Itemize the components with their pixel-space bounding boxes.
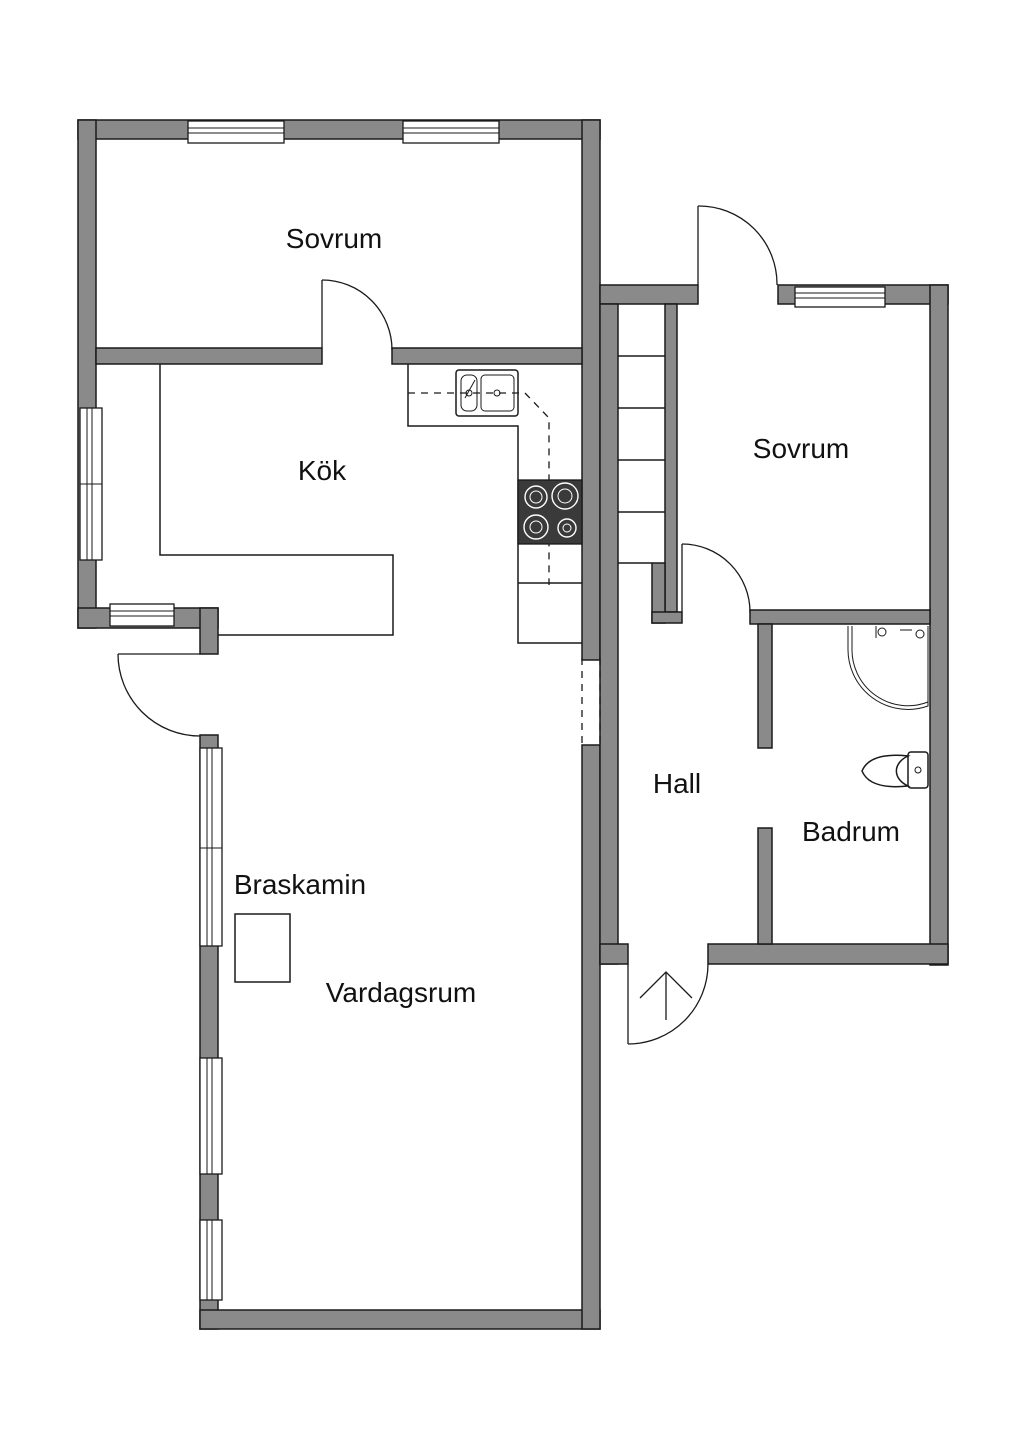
stairs	[618, 355, 665, 564]
shower-icon	[847, 626, 929, 710]
kitchen-fixtures	[159, 364, 583, 644]
windows	[79, 120, 886, 1301]
label-braskamin: Braskamin	[234, 869, 366, 900]
entrance-arrow-icon	[639, 971, 693, 1020]
kitchen-counter	[407, 364, 582, 644]
door-top-bedroom	[321, 279, 393, 351]
stove-icon	[517, 479, 583, 545]
window-top-left	[187, 120, 285, 144]
fireplace	[234, 913, 291, 983]
window-living-2	[199, 1057, 223, 1175]
label-badrum: Badrum	[802, 816, 900, 847]
bathroom-fixtures	[847, 626, 929, 789]
window-living-1	[199, 747, 223, 947]
label-sovrum-right: Sovrum	[753, 433, 849, 464]
label-vardagsrum: Vardagsrum	[326, 977, 476, 1008]
window-kitchen-bottom	[109, 603, 175, 627]
door-entrance-top-right	[697, 205, 778, 286]
door-entrance-left	[117, 653, 201, 737]
toilet-icon	[861, 751, 929, 789]
window-kitchen-left	[79, 407, 103, 561]
doors	[117, 205, 778, 1045]
room-labels: Sovrum Kök Sovrum Hall Badrum Braskamin …	[234, 223, 900, 1008]
window-bedroom-right	[794, 286, 886, 308]
door-bedroom-right	[681, 543, 751, 613]
label-hall: Hall	[653, 768, 701, 799]
sink-icon	[455, 369, 519, 417]
kitchen-island	[159, 364, 394, 636]
opening-kitchen-hall	[581, 658, 601, 745]
door-main-entrance	[627, 963, 709, 1045]
window-living-3	[199, 1219, 223, 1301]
label-sovrum-top: Sovrum	[286, 223, 382, 254]
window-top-right	[402, 120, 500, 144]
label-kok: Kök	[298, 455, 347, 486]
